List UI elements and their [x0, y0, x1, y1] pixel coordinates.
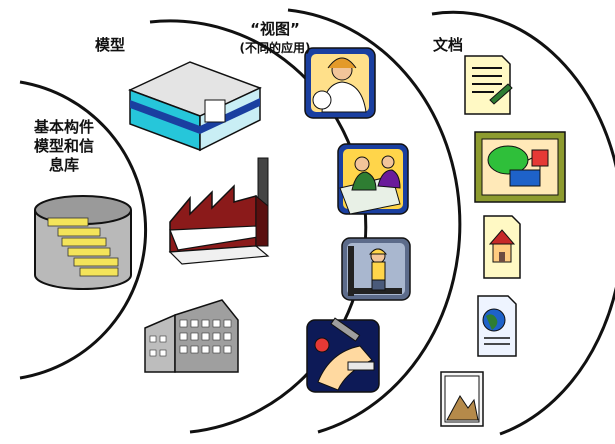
house-drawing-icon — [483, 215, 521, 279]
docs-title: 文档 — [423, 36, 473, 55]
model-title: 模型 — [85, 36, 135, 55]
view-title: “视图” (不同的应用) — [210, 20, 340, 58]
construction-worker-icon — [341, 237, 411, 301]
docs-title-text: 文档 — [432, 36, 463, 54]
text-document-icon — [464, 55, 513, 115]
maintenance-icon — [306, 317, 380, 393]
mountain-picture-icon — [440, 371, 484, 427]
core-title-line-2: 模型和信 — [33, 137, 94, 155]
engineer-design-icon — [337, 143, 409, 215]
globe-document-icon — [477, 295, 517, 357]
core-title-line-1: 基本构件 — [33, 118, 94, 136]
arc-docs — [431, 10, 615, 436]
core-title: 基本构件 模型和信 息库 — [28, 118, 100, 175]
arc-view — [287, 8, 462, 434]
site-plan-icon — [474, 131, 566, 203]
core-title-line-3: 息库 — [48, 156, 79, 174]
factory-icon — [168, 157, 270, 265]
arc-core — [19, 80, 148, 380]
model-title-text: 模型 — [94, 36, 125, 54]
view-subtitle: (不同的应用) — [239, 41, 311, 55]
view-title-text: “视图” — [250, 20, 300, 38]
office-building-icon — [144, 299, 239, 373]
building-model-icon — [128, 61, 262, 152]
client-presentation-icon — [304, 47, 376, 119]
database-icon — [34, 195, 132, 290]
